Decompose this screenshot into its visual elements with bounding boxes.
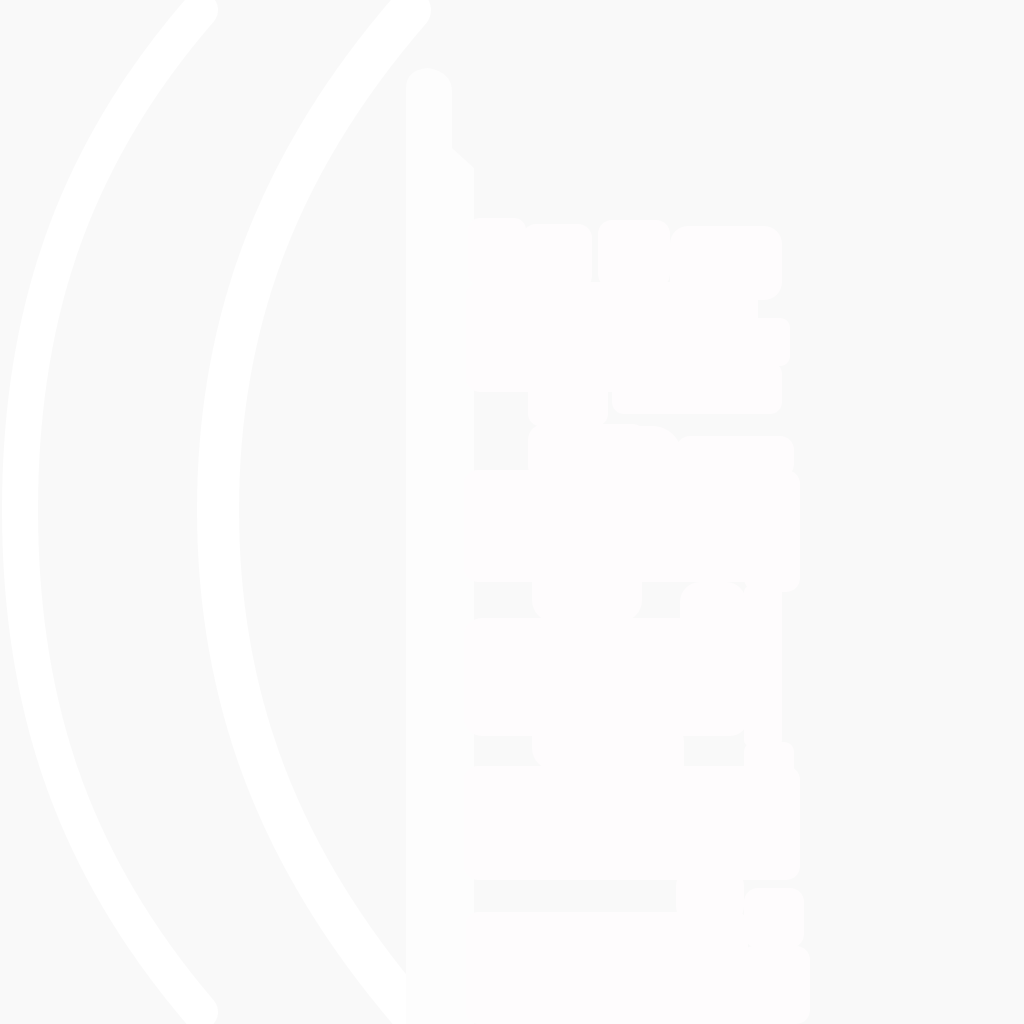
block [676, 436, 794, 478]
block [520, 996, 760, 1024]
block [744, 742, 794, 788]
block [532, 532, 642, 622]
vertical-rail [406, 68, 474, 1024]
block [670, 226, 782, 300]
block [534, 820, 626, 878]
block [468, 218, 526, 286]
block [744, 476, 800, 592]
block [612, 362, 782, 414]
block [744, 888, 804, 948]
block [522, 224, 592, 290]
block [528, 370, 608, 426]
outer-arc [1, 0, 218, 1024]
inner-arc [196, 0, 431, 1024]
block [742, 318, 790, 366]
block [676, 866, 744, 926]
stacked-blocks [464, 218, 810, 1024]
block [598, 220, 670, 288]
block [744, 586, 782, 746]
block [464, 618, 748, 736]
block [532, 700, 622, 770]
